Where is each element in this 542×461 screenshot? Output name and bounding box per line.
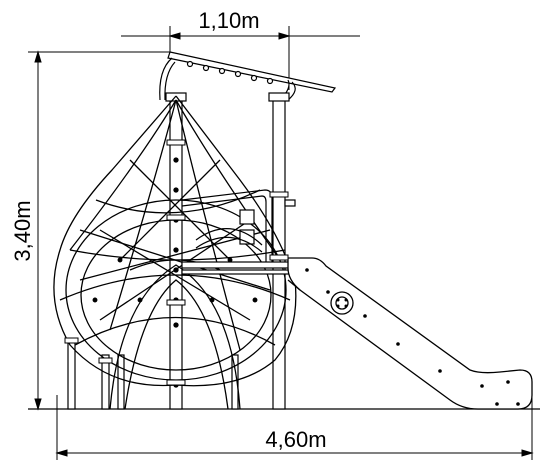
dimension-top-label: 1,10m bbox=[198, 8, 259, 33]
dimension-top bbox=[121, 26, 360, 90]
dimension-bottom-label: 4,60m bbox=[265, 427, 326, 452]
post-clamps bbox=[64, 139, 289, 386]
platform bbox=[181, 261, 295, 275]
dimension-left-label: 3,40m bbox=[10, 200, 35, 261]
slide bbox=[287, 257, 533, 410]
dimension-left bbox=[28, 50, 170, 411]
roof-panel bbox=[159, 51, 337, 101]
dimension-bottom bbox=[55, 395, 534, 460]
